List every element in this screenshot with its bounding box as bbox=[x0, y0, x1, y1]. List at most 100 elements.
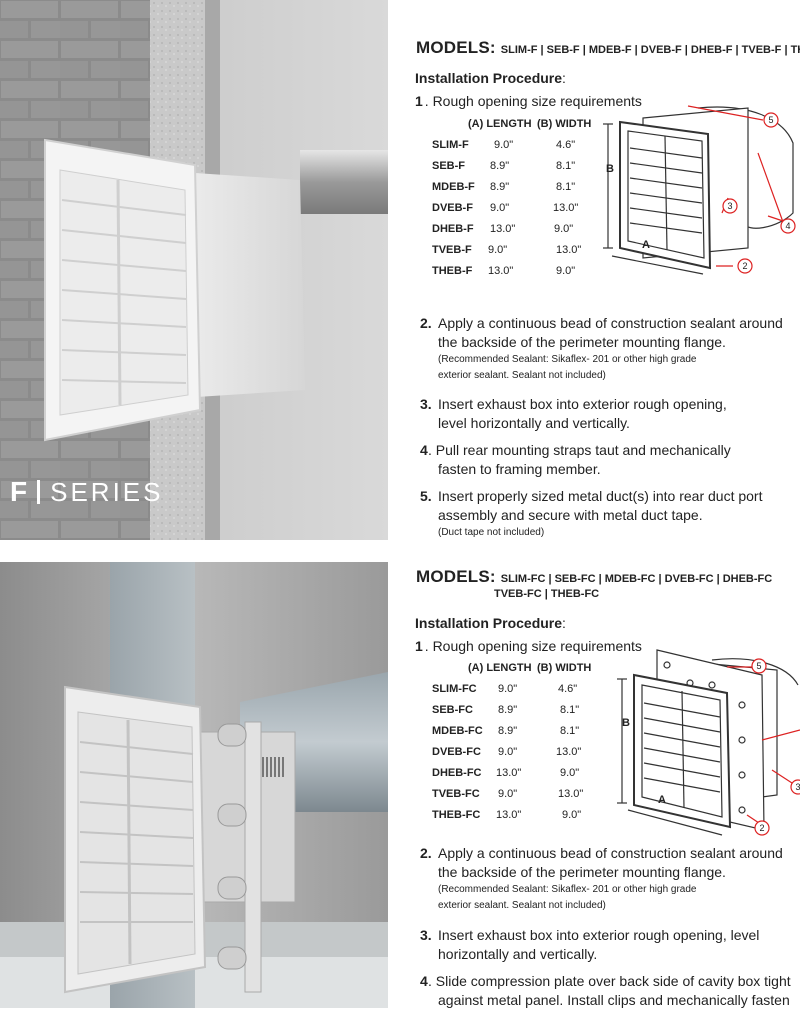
step-text: . Slide compression plate over back side… bbox=[428, 972, 791, 1010]
step-line: . Slide compression plate over back side… bbox=[428, 973, 791, 989]
procedure-title-f: Installation Procedure: bbox=[415, 70, 566, 86]
photo-f-series bbox=[0, 0, 388, 540]
model-name: DVEB-FC bbox=[432, 746, 481, 758]
col-length-header: (A) LENGTH bbox=[468, 118, 532, 130]
models-heading-fc: MODELS: SLIM-FC | SEB-FC | MDEB-FC | DVEB… bbox=[416, 567, 772, 587]
length-value: 9.0" bbox=[494, 139, 514, 151]
step-text: Insert exhaust box into exterior rough o… bbox=[438, 926, 759, 964]
step-line: against metal panel. Install clips and m… bbox=[438, 992, 790, 1008]
callout-3: 3 bbox=[795, 782, 800, 792]
step-line: Insert properly sized metal duct(s) into… bbox=[438, 488, 763, 504]
model-name: SLIM-FC bbox=[432, 683, 477, 695]
models-label: MODELS: bbox=[416, 567, 496, 586]
procedure-colon: : bbox=[562, 615, 566, 631]
step-1-fc: 1. Rough opening size requirements bbox=[415, 638, 642, 654]
callout-5: 5 bbox=[768, 115, 773, 125]
models-list-continued: TVEB-FC | THEB-FC bbox=[494, 588, 600, 600]
width-value: 9.0" bbox=[560, 767, 580, 779]
col-width-header: (B) WIDTH bbox=[537, 662, 592, 674]
model-name: DVEB-F bbox=[432, 202, 473, 214]
dim-b-label: B bbox=[622, 717, 630, 729]
vent-diagram-f: 5 3 4 2 B A bbox=[603, 105, 796, 275]
model-name: DHEB-FC bbox=[432, 767, 482, 779]
step-note: (Duct tape not included) bbox=[438, 527, 545, 538]
col-width-header: (B) WIDTH bbox=[537, 118, 592, 130]
step-line: the backside of the perimeter mounting f… bbox=[438, 864, 726, 880]
step-number: 4 bbox=[420, 442, 428, 458]
callout-2: 2 bbox=[759, 823, 764, 833]
models-label: MODELS: bbox=[416, 38, 496, 57]
length-value: 9.0" bbox=[498, 683, 518, 695]
procedure-title-fc: Installation Procedure: bbox=[415, 615, 566, 631]
width-value: 13.0" bbox=[553, 202, 579, 214]
models-heading-f: MODELS: SLIM-F | SEB-F | MDEB-F | DVEB-F … bbox=[416, 38, 800, 58]
series-word: SERIES bbox=[50, 477, 164, 507]
step-line: Apply a continuous bead of construction … bbox=[438, 845, 783, 861]
models-list: SLIM-F | SEB-F | MDEB-F | DVEB-F | DHEB-… bbox=[500, 44, 800, 56]
step-number: 2. bbox=[420, 315, 432, 331]
procedure-title-text: Installation Procedure bbox=[415, 70, 563, 86]
length-value: 13.0" bbox=[496, 767, 522, 779]
model-name: SEB-F bbox=[432, 160, 465, 172]
length-value: 9.0" bbox=[498, 746, 518, 758]
step-1-text: . Rough opening size requirements bbox=[424, 93, 642, 109]
model-name: THEB-FC bbox=[432, 809, 481, 821]
step-text: Apply a continuous bead of construction … bbox=[438, 314, 783, 384]
step-text: Insert properly sized metal duct(s) into… bbox=[438, 487, 762, 541]
length-value: 9.0" bbox=[498, 788, 518, 800]
dim-a-label: A bbox=[642, 239, 650, 251]
model-name: TVEB-FC bbox=[432, 788, 480, 800]
width-value: 8.1" bbox=[560, 704, 580, 716]
series-title: F SERIES bbox=[10, 476, 163, 508]
width-value: 4.6" bbox=[558, 683, 578, 695]
vent-diagram-fc: 5 2 3 B A bbox=[617, 649, 800, 836]
step-line: level horizontally and vertically. bbox=[438, 415, 630, 431]
step-number: 3. bbox=[420, 927, 432, 943]
model-name: MDEB-FC bbox=[432, 725, 483, 737]
models-list: SLIM-FC | SEB-FC | MDEB-FC | DVEB-FC | D… bbox=[500, 573, 773, 585]
callout-3: 3 bbox=[727, 201, 732, 211]
step-line: the backside of the perimeter mounting f… bbox=[438, 334, 726, 350]
callout-2: 2 bbox=[742, 261, 747, 271]
length-value: 8.9" bbox=[490, 181, 510, 193]
length-value: 9.0" bbox=[490, 202, 510, 214]
step-note: (Recommended Sealant: Sikaflex- 201 or o… bbox=[438, 354, 697, 365]
step-text: Apply a continuous bead of construction … bbox=[438, 844, 783, 914]
step-line: . Pull rear mounting straps taut and mec… bbox=[428, 442, 731, 458]
step-1-f: 1. Rough opening size requirements bbox=[415, 93, 642, 109]
step-note: (Recommended Sealant: Sikaflex- 201 or o… bbox=[438, 884, 697, 895]
length-value: 13.0" bbox=[490, 223, 516, 235]
photo-fc-series bbox=[0, 562, 388, 1008]
step-text: Insert exhaust box into exterior rough o… bbox=[438, 395, 727, 433]
length-value: 9.0" bbox=[488, 244, 508, 256]
step-number: 3. bbox=[420, 396, 432, 412]
step-line: fasten to framing member. bbox=[438, 461, 601, 477]
series-divider bbox=[37, 480, 41, 504]
step-number: 5. bbox=[420, 488, 432, 504]
length-value: 8.9" bbox=[490, 160, 510, 172]
width-value: 13.0" bbox=[556, 244, 582, 256]
step-line: Insert exhaust box into exterior rough o… bbox=[438, 396, 727, 412]
width-value: 9.0" bbox=[554, 223, 574, 235]
step-note: exterior sealant. Sealant not included) bbox=[438, 900, 606, 911]
step-number: 2. bbox=[420, 845, 432, 861]
series-letter: F bbox=[10, 476, 28, 507]
step-1-number: 1 bbox=[415, 638, 423, 654]
model-name: TVEB-F bbox=[432, 244, 472, 256]
length-value: 13.0" bbox=[488, 265, 514, 277]
step-1-text: . Rough opening size requirements bbox=[424, 638, 642, 654]
col-length-header: (A) LENGTH bbox=[468, 662, 532, 674]
step-text: . Pull rear mounting straps taut and mec… bbox=[428, 441, 731, 479]
step-line: Insert exhaust box into exterior rough o… bbox=[438, 927, 760, 943]
width-value: 9.0" bbox=[562, 809, 582, 821]
callout-4: 4 bbox=[785, 221, 790, 231]
width-value: 4.6" bbox=[556, 139, 576, 151]
callout-5: 5 bbox=[756, 661, 761, 671]
width-value: 9.0" bbox=[556, 265, 576, 277]
model-name: MDEB-F bbox=[432, 181, 475, 193]
length-value: 8.9" bbox=[498, 704, 518, 716]
dim-a-label: A bbox=[658, 794, 666, 806]
model-name: DHEB-F bbox=[432, 223, 474, 235]
step-line: Apply a continuous bead of construction … bbox=[438, 315, 783, 331]
width-value: 13.0" bbox=[556, 746, 582, 758]
